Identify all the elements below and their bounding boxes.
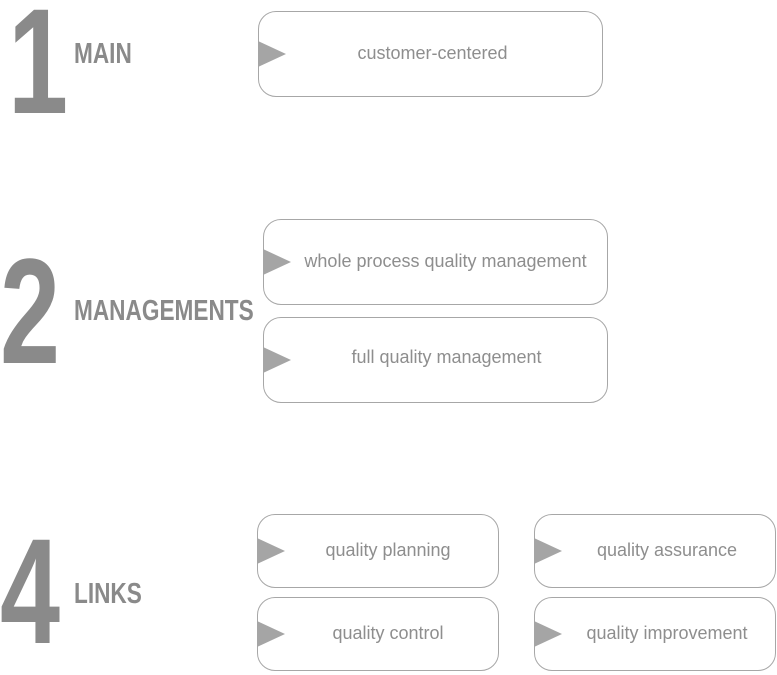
section-number-4: 4 xyxy=(0,507,60,675)
box-label: quality planning xyxy=(325,539,451,560)
box-label: full quality management xyxy=(351,346,542,367)
section-number-2: 2 xyxy=(0,227,60,395)
box-label: whole process quality management xyxy=(304,250,587,271)
box-label: quality assurance xyxy=(596,539,738,560)
box-label: quality control xyxy=(332,622,444,643)
pointer-icon xyxy=(534,621,562,647)
section-label-managements: MANAGEMENTS xyxy=(74,295,254,327)
box-full-quality-management: full quality management xyxy=(263,317,608,403)
pointer-icon xyxy=(257,621,285,647)
pointer-icon xyxy=(534,538,562,564)
section-label-main: MAIN xyxy=(74,38,132,70)
pointer-icon xyxy=(258,41,286,67)
pointer-icon xyxy=(263,249,291,275)
box-quality-planning: quality planning xyxy=(257,514,499,588)
box-whole-process-quality-management: whole process quality management xyxy=(263,219,608,305)
box-quality-assurance: quality assurance xyxy=(534,514,776,588)
box-label: customer-centered xyxy=(357,42,508,63)
section-number-1: 1 xyxy=(8,0,68,145)
section-label-links: LINKS xyxy=(74,578,142,610)
box-label: quality improvement xyxy=(586,622,748,643)
box-customer-centered: customer-centered xyxy=(258,11,603,97)
box-quality-improvement: quality improvement xyxy=(534,597,776,671)
pointer-icon xyxy=(257,538,285,564)
box-quality-control: quality control xyxy=(257,597,499,671)
pointer-icon xyxy=(263,347,291,373)
